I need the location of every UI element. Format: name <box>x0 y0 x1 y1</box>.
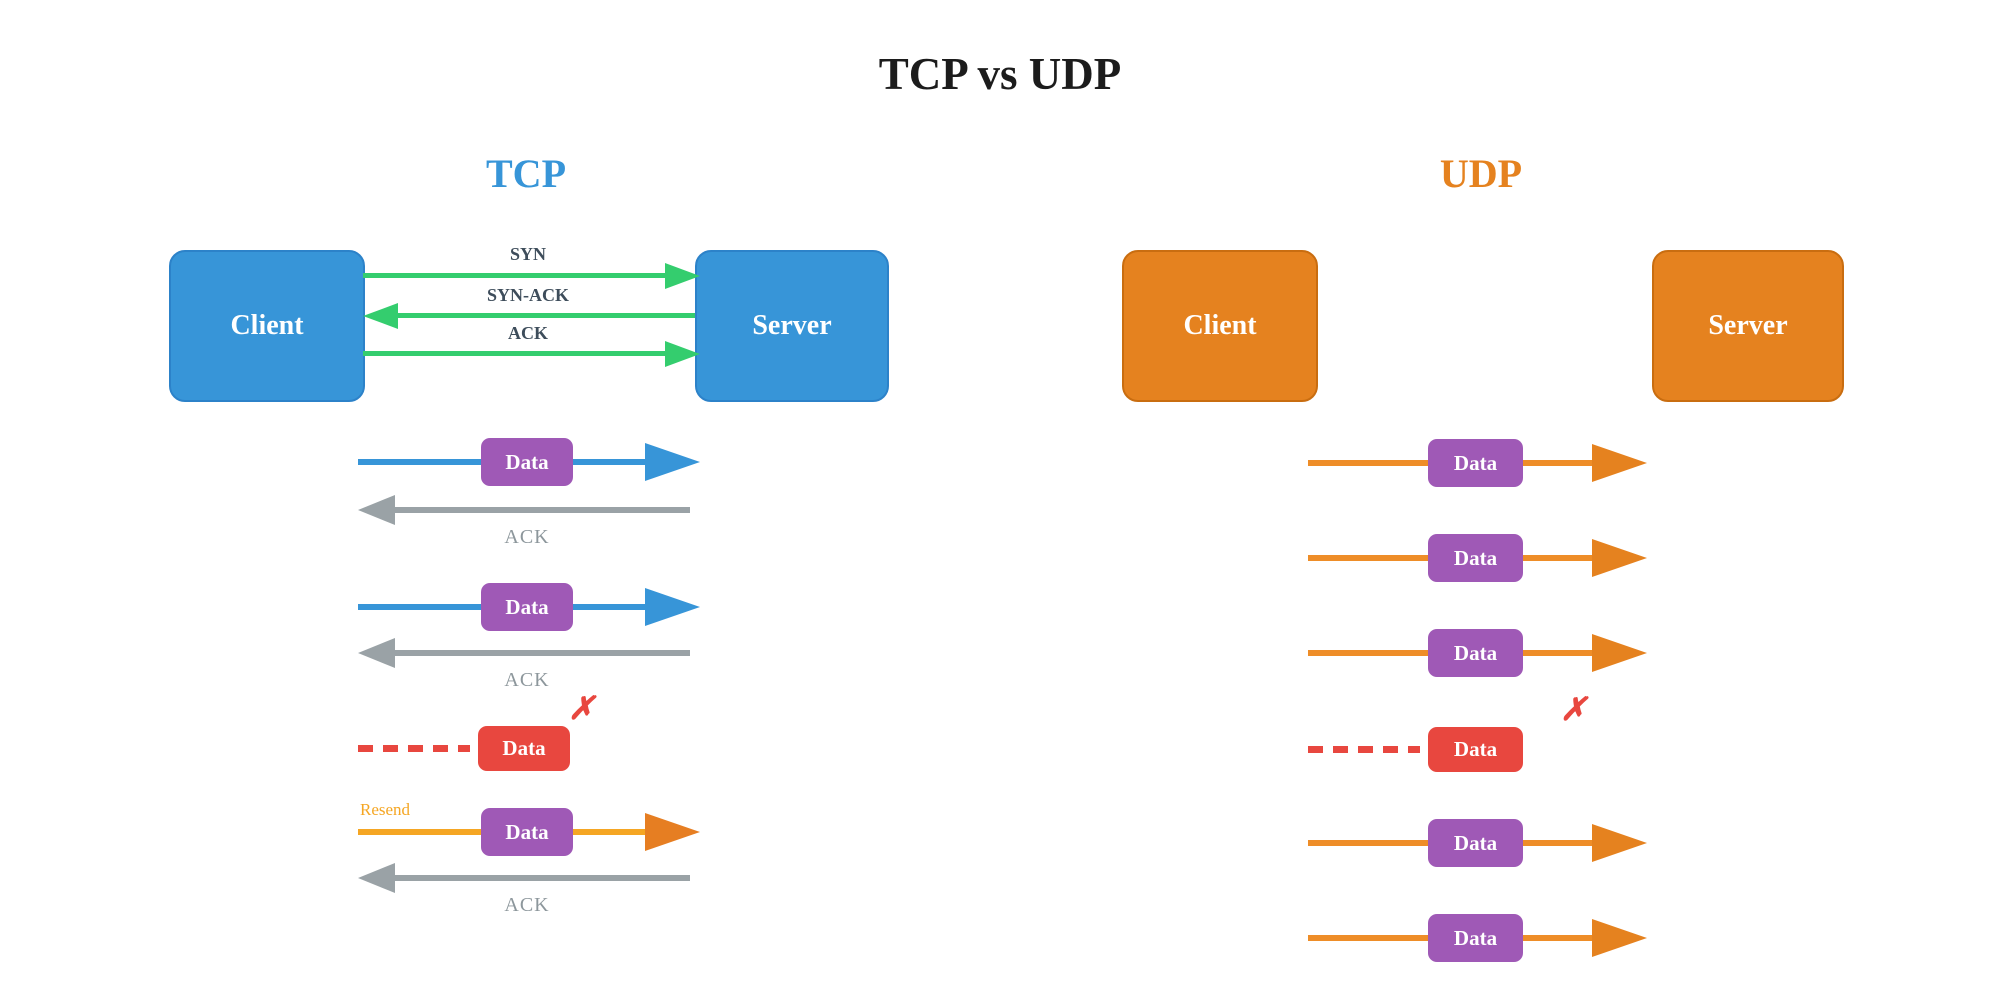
tcp-syn-label: SYN <box>509 244 546 264</box>
tcp-data1-arrowhead-icon <box>645 443 700 481</box>
udp-data1-label: Data <box>1453 450 1498 475</box>
udp-server-node: Server <box>1652 250 1844 402</box>
udp-data5-chip: Data <box>1428 914 1523 962</box>
tcp-ack2-arrowhead-icon <box>358 638 395 668</box>
tcp-data2-label: Data <box>505 594 549 619</box>
tcp-client-node: Client <box>169 250 365 402</box>
udp-server-label: Server <box>1708 310 1788 341</box>
udp-data1-arrowhead-icon <box>1592 444 1647 482</box>
tcp-ack3-arrow-line <box>395 875 690 881</box>
tcp-ack2-arrow-line <box>395 650 690 656</box>
tcp-ack3-arrowhead-icon <box>358 863 395 893</box>
tcp-handshake-ack-arrow-line <box>363 351 665 356</box>
tcp-resend-data-label: Data <box>505 819 549 844</box>
udp-data1-chip: Data <box>1428 439 1523 487</box>
udp-data3-label: Data <box>1453 640 1498 665</box>
tcp-syn-arrowhead-icon <box>665 263 700 289</box>
tcp-handshake-ack-arrowhead-icon <box>665 341 700 367</box>
udp-data4-label: Data <box>1453 830 1498 855</box>
tcp-data2-arrowhead-icon <box>645 588 700 626</box>
tcp-server-label: Server <box>752 310 832 341</box>
udp-data3-chip: Data <box>1428 629 1523 677</box>
udp-data5-label: Data <box>1453 925 1498 950</box>
page-title: TCP vs UDP <box>878 49 1122 99</box>
tcp-synack-arrowhead-icon <box>363 303 398 329</box>
tcp-synack-arrow-line <box>398 313 695 318</box>
udp-data2-label: Data <box>1453 545 1498 570</box>
udp-data3-arrowhead-icon <box>1592 634 1647 672</box>
tcp-syn-arrow-line <box>363 273 665 278</box>
tcp-synack-label: SYN-ACK <box>486 285 569 305</box>
udp-data5-arrowhead-icon <box>1592 919 1647 957</box>
tcp-ack1-arrowhead-icon <box>358 495 395 525</box>
udp-client-node: Client <box>1122 250 1318 402</box>
tcp-resend-note: Resend <box>360 800 411 819</box>
tcp-ack1-label: ACK <box>504 526 550 548</box>
tcp-heading: TCP <box>486 151 566 196</box>
tcp-handshake-ack-label: ACK <box>508 323 548 343</box>
tcp-lost-data-label: Data <box>502 736 546 760</box>
tcp-ack1-arrow-line <box>395 507 690 513</box>
tcp-ack2-label: ACK <box>504 669 550 691</box>
udp-data2-chip: Data <box>1428 534 1523 582</box>
tcp-ack3-label: ACK <box>504 894 550 916</box>
tcp-data1-label: Data <box>505 449 549 474</box>
tcp-resend-arrowhead-icon <box>645 813 700 851</box>
udp-lost-data-chip: Data <box>1428 727 1523 772</box>
tcp-resend-data-chip: Data <box>481 808 573 856</box>
tcp-server-node: Server <box>695 250 889 402</box>
udp-data4-arrowhead-icon <box>1592 824 1647 862</box>
udp-data2-arrowhead-icon <box>1592 539 1647 577</box>
tcp-lost-x-icon: ✗ <box>568 690 595 726</box>
udp-lost-data-dashed-line <box>1308 746 1420 753</box>
udp-lost-x-icon: ✗ <box>1560 691 1587 727</box>
tcp-client-label: Client <box>230 310 304 341</box>
udp-heading: UDP <box>1439 151 1523 196</box>
tcp-lost-data-chip: Data <box>478 726 570 771</box>
tcp-data2-chip: Data <box>481 583 573 631</box>
udp-data4-chip: Data <box>1428 819 1523 867</box>
udp-client-label: Client <box>1183 310 1257 341</box>
tcp-lost-data-dashed-line <box>358 745 470 752</box>
tcp-data1-chip: Data <box>481 438 573 486</box>
udp-lost-data-label: Data <box>1453 737 1498 761</box>
